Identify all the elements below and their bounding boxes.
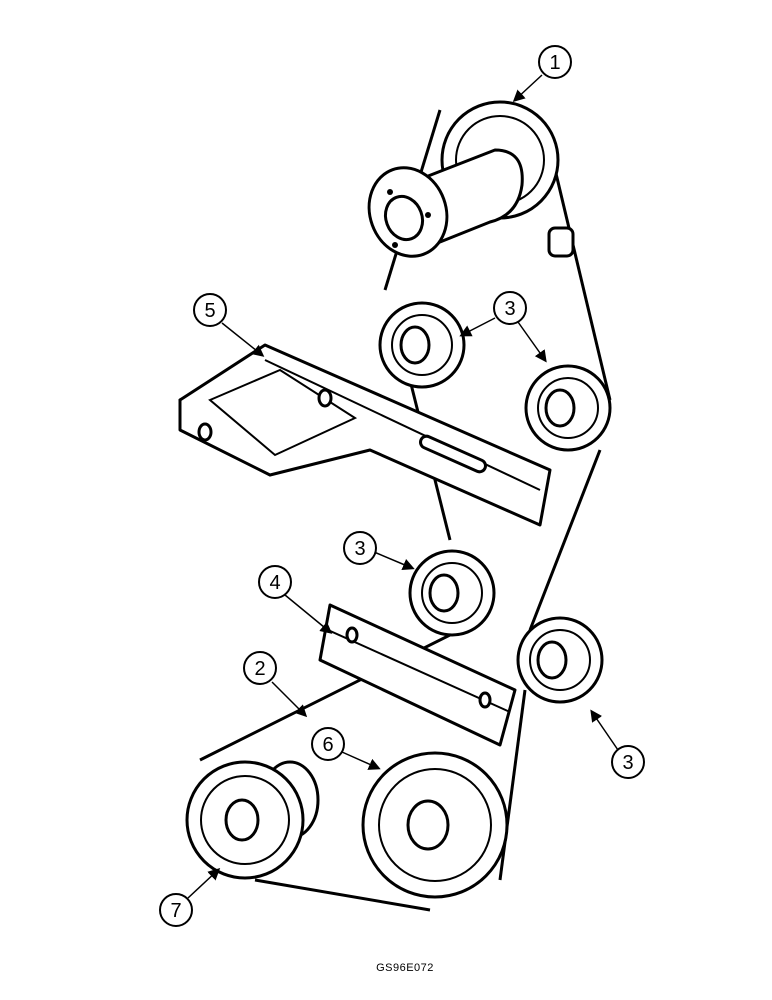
callout-4: 4 xyxy=(258,565,333,634)
svg-text:2: 2 xyxy=(254,658,265,680)
svg-text:5: 5 xyxy=(204,300,215,322)
callout-3c: 3 xyxy=(590,709,645,779)
idler-sprocket-lower-right xyxy=(516,616,604,704)
idler-sprocket-upper-right xyxy=(524,364,612,452)
callout-7: 7 xyxy=(159,867,221,927)
large-lower-sprocket xyxy=(361,751,509,899)
svg-text:3: 3 xyxy=(504,298,515,320)
svg-text:7: 7 xyxy=(170,900,181,922)
idler-sprocket-upper-left xyxy=(378,301,466,389)
callout-6: 6 xyxy=(311,727,381,770)
svg-text:3: 3 xyxy=(354,538,365,560)
svg-text:6: 6 xyxy=(322,734,333,756)
figure-code: GS96E072 xyxy=(376,962,434,974)
callout-2: 2 xyxy=(243,651,308,718)
small-lower-sprocket xyxy=(185,760,320,880)
mounting-bracket xyxy=(178,343,552,527)
chain-link xyxy=(547,226,575,258)
svg-text:3: 3 xyxy=(622,752,633,774)
callout-5: 5 xyxy=(193,293,265,357)
lower-bracket xyxy=(318,603,517,747)
callout-3a: 3 xyxy=(459,291,547,363)
callout-1: 1 xyxy=(512,45,572,103)
callout-3b: 3 xyxy=(343,531,415,571)
svg-text:4: 4 xyxy=(269,572,280,594)
svg-text:1: 1 xyxy=(549,52,560,74)
upper-drive-sprocket xyxy=(367,100,560,258)
idler-sprocket-middle xyxy=(408,549,496,637)
